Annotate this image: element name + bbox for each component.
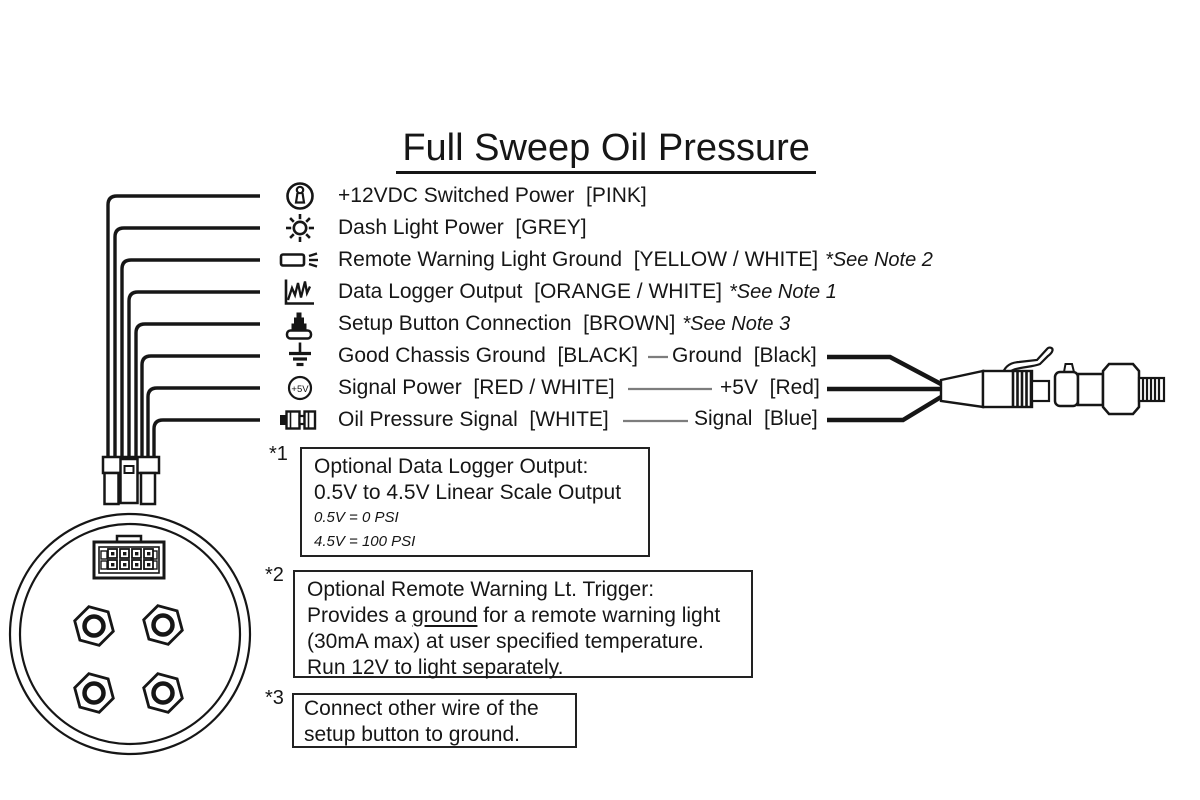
oil-pressure-icon <box>278 404 322 436</box>
warning-light-icon <box>278 244 322 276</box>
sensor-wire-label-5v: +5V [Red] <box>720 376 820 399</box>
note2-box: Optional Remote Warning Lt. Trigger: Pro… <box>293 570 753 679</box>
note1-line3: 0.5V = 0 PSI <box>314 509 399 526</box>
wire-label: Setup Button Connection [BROWN] <box>338 312 676 335</box>
dash-light-icon <box>278 212 322 244</box>
note2-marker: *2 <box>265 564 284 586</box>
page-title: Full Sweep Oil Pressure <box>0 84 1170 217</box>
sensor-plug <box>939 346 1054 409</box>
note2-line1: Optional Remote Warning Lt. Trigger: <box>307 578 655 601</box>
wire-row-warning-light: Remote Warning Light Ground [YELLOW / WH… <box>278 243 933 277</box>
hex-nut <box>73 672 115 714</box>
sensor-threads <box>1137 376 1166 403</box>
pressure-sensor <box>1053 362 1166 416</box>
note1-line4: 4.5V = 100 PSI <box>314 533 416 550</box>
label-link-lines <box>623 355 712 423</box>
wire-label: +12VDC Switched Power [PINK] <box>338 184 647 207</box>
see-note-label: *See Note 2 <box>825 248 933 271</box>
gauge-rear <box>8 512 252 756</box>
sensor-hex <box>1101 362 1141 416</box>
wire-row-setup-button: Setup Button Connection [BROWN] *See Not… <box>278 307 790 341</box>
wire-row-data-logger: Data Logger Output [ORANGE / WHITE] *See… <box>278 275 837 309</box>
note1-line1: Optional Data Logger Output: <box>314 455 589 478</box>
sensor-wire-label-signal: Signal [Blue] <box>694 407 818 430</box>
hex-nut <box>142 604 184 646</box>
note3-line1: Connect other wire of the <box>304 697 539 720</box>
wire-label: Data Logger Output [ORANGE / WHITE] <box>338 280 722 303</box>
wire-label: Signal Power [RED / WHITE] <box>338 376 615 399</box>
gauge-plug <box>101 455 161 506</box>
note2-line3: (30mA max) at user specified temperature… <box>307 630 704 653</box>
gauge-pin-connector <box>92 534 166 580</box>
chassis-ground-icon <box>278 340 322 372</box>
wire-row-oil-pressure: Oil Pressure Signal [WHITE] <box>278 403 609 437</box>
note3-marker: *3 <box>265 687 284 709</box>
note3-box: Connect other wire of the setup button t… <box>292 693 577 748</box>
note1-marker: *1 <box>269 443 288 465</box>
note2-line4: Run 12V to light separately. <box>307 656 564 679</box>
note1-box: Optional Data Logger Output: 0.5V to 4.5… <box>300 447 650 557</box>
wire-harness <box>106 194 260 457</box>
sensor-wires <box>827 354 943 423</box>
note1-line2: 0.5V to 4.5V Linear Scale Output <box>314 481 622 504</box>
note3-line2: setup button to ground. <box>304 723 520 746</box>
wire-label: Dash Light Power [GREY] <box>338 216 587 239</box>
signal-power-icon-text: +5V <box>291 384 309 395</box>
data-logger-icon <box>278 276 322 308</box>
hex-nut <box>73 605 115 647</box>
sensor-wire-label-ground: Ground [Black] <box>672 344 817 367</box>
setup-button-icon <box>278 308 322 340</box>
wire-row-signal-power: +5V Signal Power [RED / WHITE] <box>278 371 615 405</box>
wire-label: Remote Warning Light Ground [YELLOW / WH… <box>338 248 819 271</box>
hex-nut <box>142 672 184 714</box>
wire-row-dash-light: Dash Light Power [GREY] <box>278 211 587 245</box>
wire-row-12vdc: +12VDC Switched Power [PINK] <box>278 179 647 213</box>
see-note-label: *See Note 3 <box>682 312 791 335</box>
see-note-label: *See Note 1 <box>728 280 837 303</box>
wire-row-chassis-ground: Good Chassis Ground [BLACK] <box>278 339 638 373</box>
note2-line2: Provides a ground for a remote warning l… <box>307 604 721 627</box>
wire-label: Oil Pressure Signal [WHITE] <box>338 408 609 431</box>
signal-power-icon: +5V <box>278 372 322 404</box>
ignition-switch-icon <box>278 180 322 212</box>
wire-label: Good Chassis Ground [BLACK] <box>338 344 638 367</box>
